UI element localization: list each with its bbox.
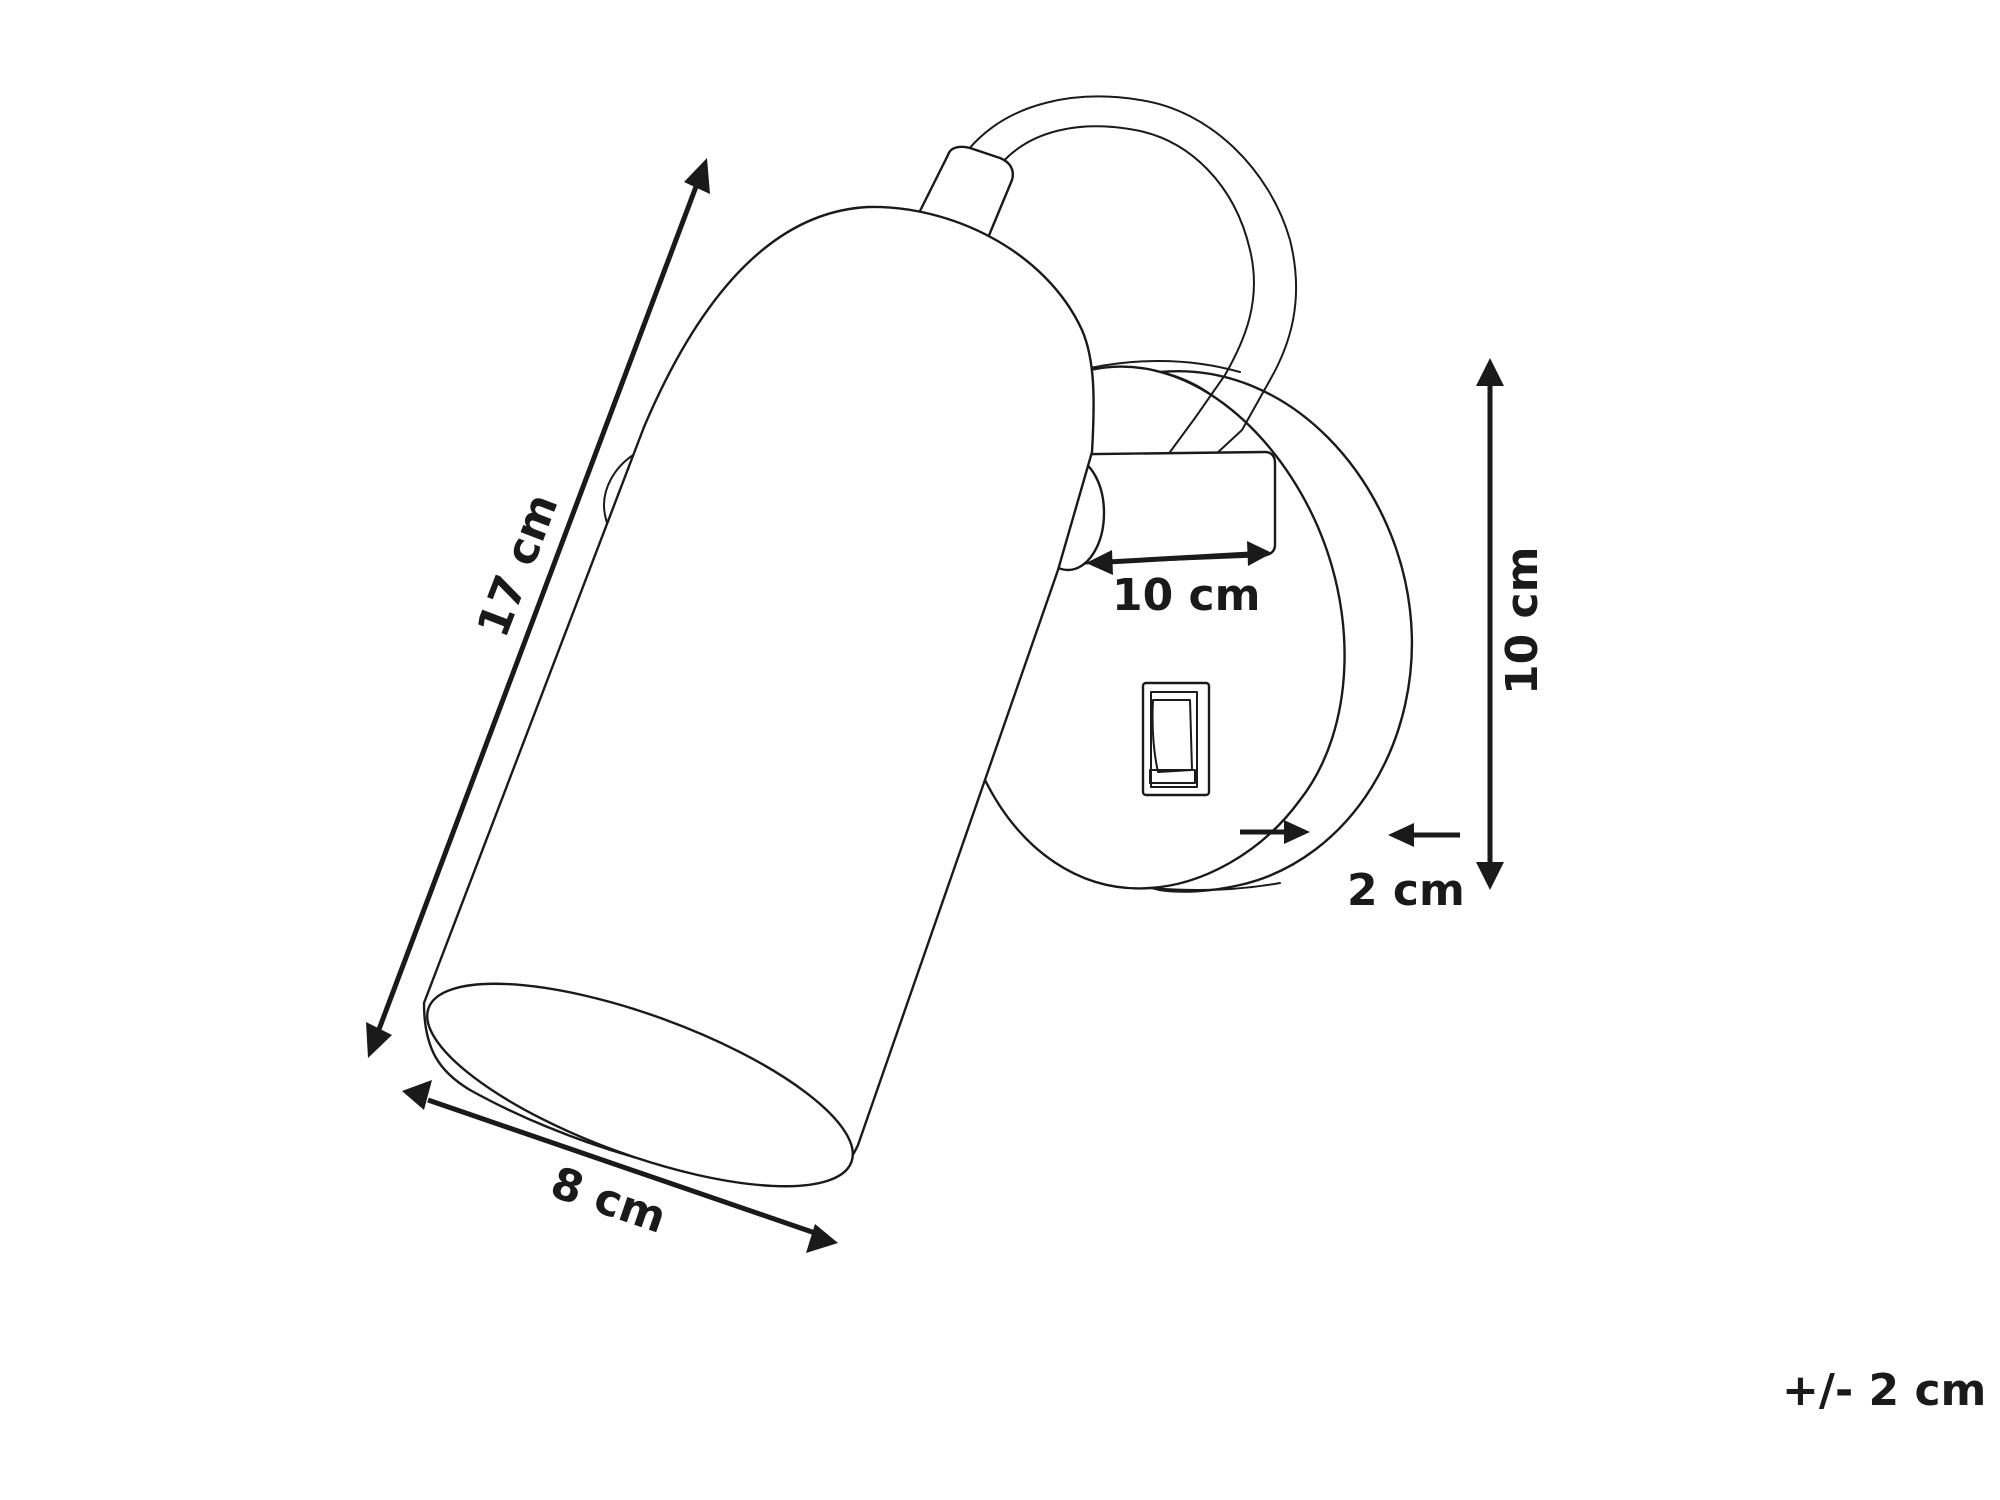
dimension-diameter-line [427, 1097, 816, 1236]
tolerance-note: +/- 2 cm [1782, 1365, 1986, 1416]
dimension-depth: 2 cm [1240, 820, 1465, 916]
dimension-depth-arrow-right [1388, 823, 1414, 847]
switch-rocker-lip [1149, 769, 1196, 784]
dimension-plate-arrow-bottom [1476, 862, 1504, 890]
lamp-shade [422, 205, 1095, 1188]
dimension-height-arrow-top [684, 158, 710, 194]
dimension-diameter-arrow-left [402, 1080, 432, 1110]
arm-inner-curve [999, 125, 1255, 453]
dimension-diameter-arrow-right [806, 1224, 838, 1253]
wall-plate-rim [1089, 359, 1241, 373]
dimension-plate-arrow-top [1476, 358, 1504, 386]
arm-outer-curve [967, 95, 1298, 456]
wall-plate-rim-bottom [1149, 882, 1281, 892]
dimension-arm-label: 10 cm [1112, 570, 1260, 621]
rocker-switch [1141, 681, 1211, 797]
dimension-plate-label: 10 cm [1497, 547, 1548, 695]
dimension-height-line [375, 183, 700, 1033]
switch-inner-frame [1150, 691, 1198, 788]
dimension-arm-line [1107, 551, 1251, 565]
dimension-arm: 10 cm [1086, 541, 1272, 621]
dimension-height-arrow-bottom [366, 1022, 392, 1058]
shade-body [422, 205, 1095, 1182]
dimension-arm-arrow-left [1086, 550, 1113, 575]
dimension-depth-arrow-left [1284, 820, 1310, 844]
dimension-diameter-label: 8 cm [544, 1157, 672, 1244]
dimension-arm-arrow-right [1247, 541, 1272, 566]
dimension-depth-label: 2 cm [1347, 865, 1465, 916]
dimension-plate: 10 cm [1476, 358, 1548, 890]
shade-opening [426, 982, 854, 1188]
